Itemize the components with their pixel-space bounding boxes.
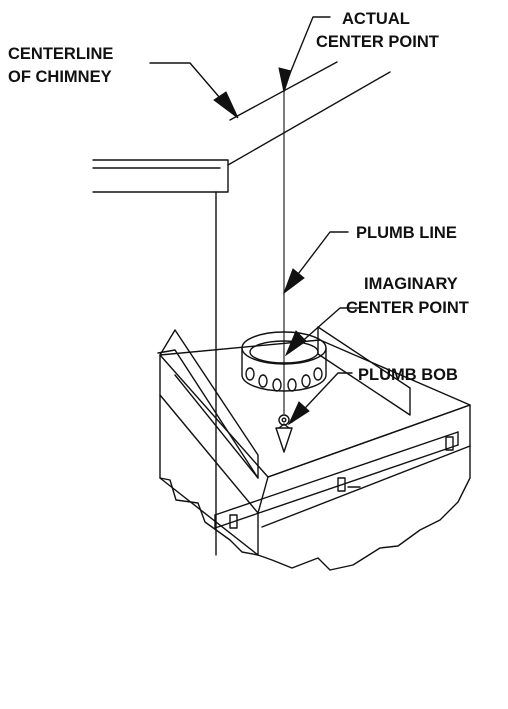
roof-beam [92, 71, 391, 193]
label-actual-center-point-line1: ACTUAL [342, 10, 410, 28]
label-centerline-of-chimney-line2: OF CHIMNEY [8, 68, 112, 86]
label-imaginary-center-point-line2: CENTER POINT [346, 299, 469, 317]
firestop-collar [241, 331, 327, 392]
label-centerline-of-chimney-line1: CENTERLINE [8, 45, 113, 63]
leader-plumb-line [282, 231, 349, 295]
label-imaginary-center-point-line1: IMAGINARY [364, 275, 458, 293]
leader-centerline-of-chimney [149, 62, 239, 119]
leader-imaginary-center-point [284, 307, 361, 488]
label-plumb-bob: PLUMB BOB [358, 366, 458, 384]
plumb-bob [275, 414, 293, 453]
base-assembly [157, 326, 471, 571]
label-plumb-line: PLUMB LINE [356, 224, 457, 242]
leader-actual-center-point [278, 16, 331, 94]
leader-plumb-bob [287, 372, 353, 426]
label-actual-center-point-line2: CENTER POINT [316, 33, 439, 51]
